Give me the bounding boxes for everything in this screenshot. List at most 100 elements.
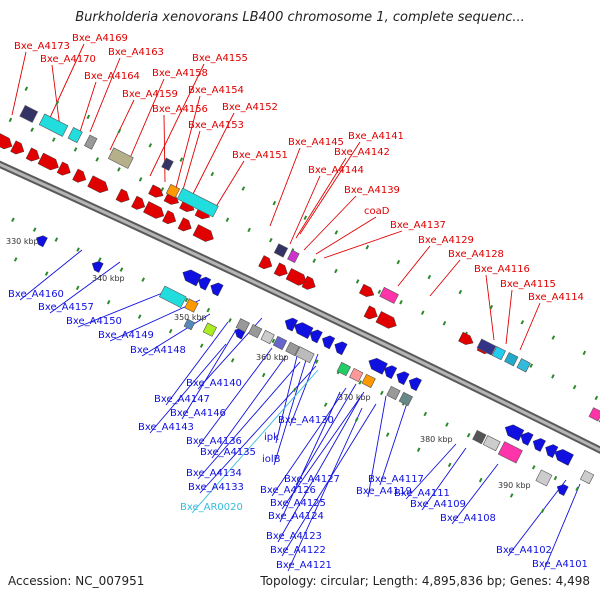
callout-line <box>315 216 377 255</box>
track-guide-dot <box>553 475 558 481</box>
feature-box <box>295 346 315 364</box>
reverse-gene-label: Bxe_A4108 <box>440 513 496 524</box>
callout-line <box>149 343 227 434</box>
forward-gene-label: Bxe_A4152 <box>222 102 278 113</box>
track-guide-dot <box>396 259 401 265</box>
track-guide-dot <box>179 157 184 162</box>
feature-box <box>516 358 531 373</box>
feature-box <box>260 329 275 345</box>
forward-gene-label: Bxe_A4163 <box>108 47 164 58</box>
forward-gene-arrow <box>87 175 109 193</box>
track-guide-dot <box>168 328 173 334</box>
track-guide-dot <box>24 86 29 91</box>
track-guide-dot <box>531 465 536 470</box>
callout-line <box>89 57 121 133</box>
callout-line <box>51 64 61 129</box>
forward-gene-label: Bxe_A4129 <box>418 235 474 246</box>
callout-line <box>519 302 541 351</box>
forward-gene-arrow <box>131 195 146 210</box>
position-tick-label: 340 kbp <box>92 274 125 283</box>
track-guide-dot <box>119 267 124 272</box>
forward-gene-label: Bxe_A4170 <box>40 54 96 65</box>
track-guide-dot <box>54 237 59 242</box>
forward-gene-label: Bxe_A4142 <box>334 147 390 158</box>
track-guide-dot <box>160 187 165 192</box>
reverse-gene-arrow <box>368 358 388 375</box>
forward-gene-label: Bxe_A4151 <box>232 150 288 161</box>
track-guide-dot <box>269 237 273 243</box>
forward-gene-label: Bxe_A4116 <box>474 264 530 275</box>
reverse-gene-arrow <box>210 282 224 297</box>
feature-box <box>158 285 187 308</box>
feature-box <box>535 469 553 487</box>
feature-box <box>497 441 523 464</box>
callout-line <box>299 141 361 235</box>
feature-box <box>336 361 351 377</box>
reverse-gene-arrow <box>322 335 336 350</box>
feature-box <box>361 373 376 389</box>
track-guide-dot <box>210 171 215 177</box>
callout-line <box>47 43 85 123</box>
reverse-gene-label: Bxe_A4143 <box>138 422 194 433</box>
track-guide-dot <box>399 300 403 305</box>
callout-line <box>11 51 27 116</box>
track-guide-dot <box>241 186 246 191</box>
track-guide-dot <box>416 447 421 452</box>
callout-line <box>273 359 307 466</box>
callout-line <box>181 329 237 420</box>
reverse-gene-label: Bxe_A4127 <box>284 474 340 485</box>
callout-line <box>191 112 235 197</box>
callout-line <box>421 447 467 511</box>
track-guide-dot <box>206 307 211 313</box>
reverse-gene-label: Bxe_A4140 <box>186 378 242 389</box>
forward-gene-arrow <box>143 201 165 219</box>
forward-gene-arrow <box>25 147 40 162</box>
forward-gene-label: Bxe_A4114 <box>528 292 584 303</box>
forward-gene-arrow <box>10 140 25 155</box>
track-guide-dot <box>32 227 37 232</box>
reverse-gene-label: Bxe_A4117 <box>368 474 424 485</box>
callout-line <box>405 443 457 500</box>
track-guide-dot <box>354 417 359 422</box>
callout-line <box>269 147 301 227</box>
reverse-gene-arrow <box>334 341 348 356</box>
callout-line <box>295 383 357 486</box>
feature-box <box>235 318 250 333</box>
callout-line <box>197 361 301 480</box>
position-tick-label: 390 kbp <box>498 481 531 490</box>
track-guide-dot <box>509 493 514 498</box>
callout-line <box>289 175 321 245</box>
feature-box <box>19 105 39 123</box>
track-guide-dot <box>199 343 204 348</box>
reverse-gene-label: Bxe_A4125 <box>270 498 326 509</box>
reverse-gene-arrow <box>545 444 559 459</box>
callout-line <box>323 230 403 259</box>
track-guide-dot <box>458 289 463 295</box>
track-guide-dot <box>95 157 100 162</box>
position-tick-label: 350 kbp <box>174 313 207 322</box>
position-tick-label: 330 kbp <box>6 237 39 246</box>
track-guide-dot <box>442 321 447 326</box>
reverse-gene-label: Bxe_A4119 <box>356 486 412 497</box>
forward-gene-label: Bxe_A4128 <box>448 249 504 260</box>
feature-box <box>176 187 219 218</box>
reverse-gene-arrow <box>504 424 525 442</box>
track-guide-dot <box>365 245 370 250</box>
forward-gene-label: Bxe_A4158 <box>152 68 208 79</box>
reverse-gene-arrow <box>532 438 546 452</box>
reverse-gene-arrow <box>198 276 212 291</box>
callout-line <box>379 399 409 486</box>
track-guide-dot <box>334 268 338 274</box>
callout-line <box>199 365 317 494</box>
track-guide-dot <box>8 117 13 123</box>
reverse-gene-label: Bxe_A4135 <box>200 447 256 458</box>
feature-box <box>287 249 300 264</box>
track-guide-dot <box>55 100 60 105</box>
reverse-gene-label: iolB <box>262 454 281 465</box>
track-guide-dot <box>230 358 235 363</box>
track-guide-dot <box>303 215 308 220</box>
feature-box <box>285 341 300 356</box>
forward-gene-label: Bxe_A4137 <box>390 220 446 231</box>
